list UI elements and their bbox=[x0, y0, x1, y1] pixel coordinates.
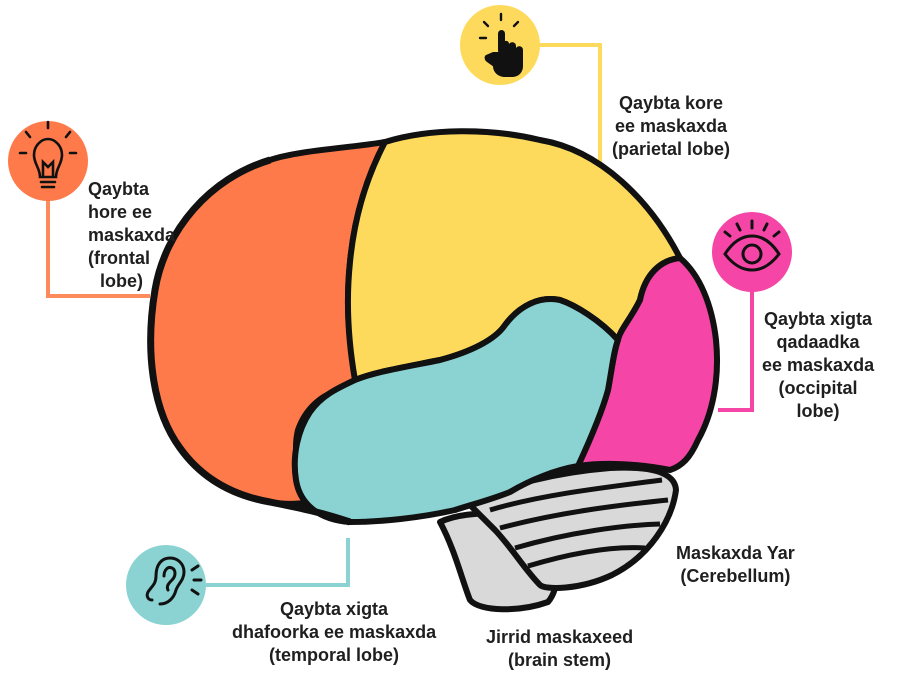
occipital-label-line: lobe) bbox=[762, 400, 874, 423]
temporal-label-line: (temporal lobe) bbox=[232, 644, 436, 667]
connector-temporal bbox=[206, 538, 348, 585]
occipital-lobe-label: Qaybta xigta qadaadka ee maskaxda (occip… bbox=[762, 308, 874, 423]
frontal-label-line: (frontal bbox=[88, 247, 175, 270]
connector-occipital bbox=[718, 282, 752, 410]
brainstem-label-line: Jirrid maskaxeed bbox=[486, 626, 633, 649]
brain-stem-label: Jirrid maskaxeed (brain stem) bbox=[486, 626, 633, 672]
temporal-label-line: Qaybta xigta bbox=[232, 598, 436, 621]
occipital-label-line: qadaadka bbox=[762, 331, 874, 354]
temporal-label-line: dhafoorka ee maskaxda bbox=[232, 621, 436, 644]
lightbulb-icon bbox=[8, 121, 88, 201]
frontal-label-line: lobe) bbox=[88, 270, 175, 293]
occipital-label-line: Qaybta xigta bbox=[762, 308, 874, 331]
parietal-label-line: (parietal lobe) bbox=[612, 138, 730, 161]
temporal-lobe-label: Qaybta xigta dhafoorka ee maskaxda (temp… bbox=[232, 598, 436, 667]
eye-icon bbox=[712, 212, 792, 292]
parietal-lobe-label: Qaybta kore ee maskaxda (parietal lobe) bbox=[612, 92, 730, 161]
cerebellum-label-line: Maskaxda Yar bbox=[676, 542, 795, 565]
frontal-label-line: hore ee bbox=[88, 201, 175, 224]
parietal-label-line: Qaybta kore bbox=[612, 92, 730, 115]
cerebellum-label: Maskaxda Yar (Cerebellum) bbox=[676, 542, 795, 588]
parietal-label-line: ee maskaxda bbox=[612, 115, 730, 138]
pointing-hand-icon bbox=[460, 5, 540, 85]
frontal-label-line: Qaybta bbox=[88, 178, 175, 201]
occipital-label-line: ee maskaxda bbox=[762, 354, 874, 377]
occipital-label-line: (occipital bbox=[762, 377, 874, 400]
cerebellum-label-line: (Cerebellum) bbox=[676, 565, 795, 588]
frontal-lobe-label: Qaybta hore ee maskaxda (frontal lobe) bbox=[88, 178, 175, 293]
ear-icon bbox=[126, 545, 206, 625]
brainstem-label-line: (brain stem) bbox=[486, 649, 633, 672]
frontal-label-line: maskaxda bbox=[88, 224, 175, 247]
